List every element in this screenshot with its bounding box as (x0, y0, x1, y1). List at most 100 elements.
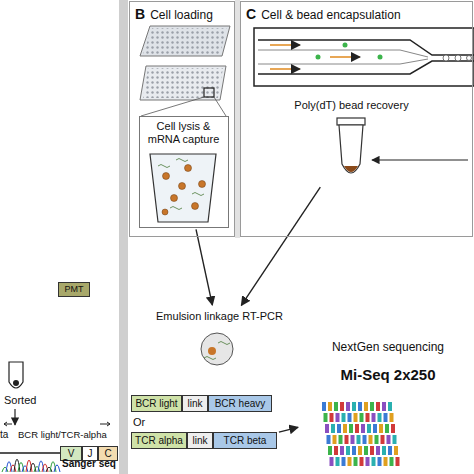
sequencing-read (366, 413, 370, 422)
detector-box: PMT (58, 282, 90, 297)
sequencing-read (336, 413, 340, 422)
microfluidic-chip (443, 55, 472, 61)
lysis-well (192, 193, 204, 196)
node-text: Mi-Seq 2x250 (304, 366, 472, 384)
chromatogram-peak (42, 464, 48, 472)
emulsion-droplet (204, 342, 230, 360)
sequencing-read (388, 446, 392, 455)
primer-arrows (4, 422, 7, 426)
lysis-box: Cell lysis & mRNA capture (139, 116, 229, 228)
sequencing-read (345, 435, 349, 444)
node-text: Poly(dT) bead recovery (292, 99, 412, 112)
microfluidic-chip (316, 55, 321, 60)
primer-arrows (4, 422, 110, 426)
node-text: TCR beta (224, 435, 267, 447)
sequencing-read (382, 402, 386, 411)
sequencing-read (331, 424, 335, 433)
sequencing-read (361, 424, 365, 433)
sequencing-read (378, 413, 382, 422)
primer-arrows (100, 424, 110, 425)
sequencing-read (393, 435, 397, 444)
sequencing-read (382, 446, 386, 455)
node-text: PMT (65, 284, 84, 295)
microfluidic-chip (467, 56, 472, 61)
microfluidic-chip (270, 44, 300, 46)
sequencing-read (363, 435, 367, 444)
sequencing-read (384, 457, 388, 466)
node-text: link (192, 435, 207, 447)
node-text: TCR alpha (135, 435, 183, 447)
sequencing-read (328, 446, 332, 455)
sequencing-read (360, 457, 364, 466)
sequencing-read (340, 402, 344, 411)
sequencing-read (372, 457, 376, 466)
emulsion-node: Emulsion linkage RT-PCR (135, 307, 304, 369)
node-text: link (187, 398, 202, 410)
lysis-well (162, 209, 168, 215)
sequencing-read (388, 402, 392, 411)
flow-arrow (241, 187, 320, 305)
sequencing-read (396, 457, 400, 466)
text-label: BCR light/TCR-alpha (18, 429, 107, 440)
microfluidic-chip (316, 43, 383, 60)
microfluidic-chip (455, 55, 461, 61)
lysis-well (185, 165, 192, 172)
flow-arrow (279, 427, 298, 432)
sequencing-read (390, 413, 394, 422)
sequencing-read (334, 446, 338, 455)
lysis-well (150, 154, 216, 222)
sequencing-node: NextGen sequencingMi-Seq 2x250 (300, 338, 474, 472)
construct-segment: BCR heavy (208, 395, 272, 412)
construct-segment: TCR beta (213, 432, 277, 449)
recovery-tube (339, 125, 363, 173)
sequencing-read (394, 446, 398, 455)
sequencing-read (349, 424, 353, 433)
sequencing-read (322, 402, 326, 411)
sequencing-read (373, 424, 377, 433)
emulsion-droplet (201, 333, 233, 365)
sequencing-read (387, 435, 391, 444)
sequencing-read (328, 402, 332, 411)
recovery-tube (337, 118, 365, 173)
sequencing-read (340, 446, 344, 455)
lysis-well (158, 165, 170, 168)
node-text: NextGen sequencing (304, 340, 472, 354)
node-text: C (246, 6, 256, 23)
sequencing-read (378, 457, 382, 466)
well-plate (143, 28, 227, 54)
sequencing-read (325, 424, 329, 433)
sequencing-read (357, 435, 361, 444)
node-text: Cell & bead encapsulation (261, 8, 400, 22)
sequencing-read (364, 402, 368, 411)
sequencing-read (336, 457, 340, 466)
sequencing-read (348, 413, 352, 422)
node-text: BCR light (135, 398, 177, 410)
sequencing-read (376, 402, 380, 411)
sequencing-read (352, 402, 356, 411)
sequencing-read (333, 435, 337, 444)
text-label: Or (133, 416, 145, 428)
flow-arrow (372, 159, 468, 160)
flow-arrow (196, 229, 212, 305)
sequencing-read (370, 402, 374, 411)
sequencing-reads (322, 402, 400, 466)
sequencing-read (351, 435, 355, 444)
lysis-well (158, 159, 204, 210)
gene-segment-line (0, 452, 60, 454)
sequencing-read (330, 413, 334, 422)
sequencing-read (369, 435, 373, 444)
node-text: Emulsion linkage RT-PCR (139, 310, 300, 323)
microfluidic-chip (254, 28, 474, 86)
sequencing-read (379, 424, 383, 433)
lysis-well (171, 195, 178, 202)
node-text: B (135, 6, 145, 23)
panel-box: BCell loadingCell lysis & mRNA capture (129, 1, 235, 237)
lysis-well (170, 207, 182, 210)
lysis-well (179, 183, 186, 190)
panel-box: C Cell & bead encapsulationPoly(dT) bead … (240, 1, 473, 237)
microfluidic-chip (443, 55, 449, 61)
panel-gutter (119, 0, 128, 474)
sequencing-read (384, 413, 388, 422)
sequencing-read (339, 435, 343, 444)
node-text: J (88, 448, 93, 460)
